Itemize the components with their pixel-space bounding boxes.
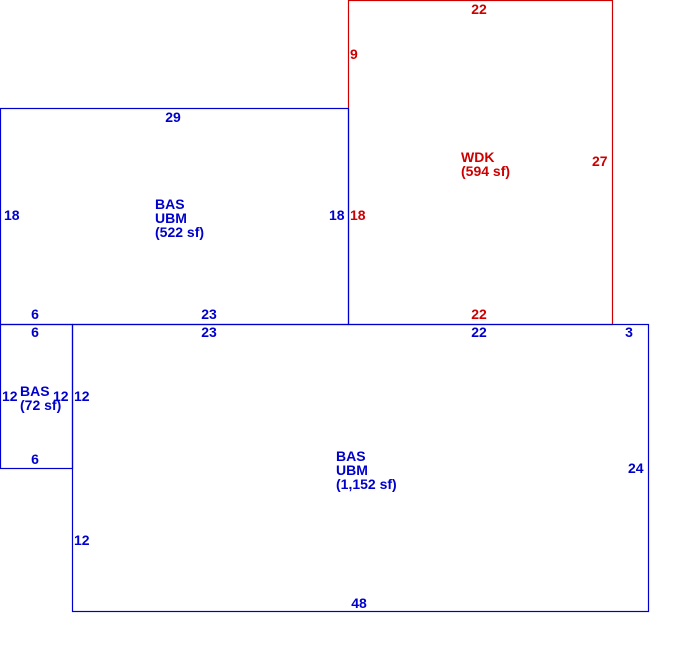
bas-main-area: (1,152 sf) [336, 476, 397, 492]
dim-upper-right: 18 [329, 207, 345, 223]
dim-upper-bottom-left: 6 [31, 306, 39, 322]
wdk-code: WDK [461, 149, 494, 165]
bas-upper-code: BAS [155, 196, 185, 212]
dim-upper-bottom-right: 23 [201, 306, 217, 322]
dim-wdk-bottom: 22 [471, 306, 487, 322]
dim-small-left: 12 [2, 388, 18, 404]
dim-wdk-top: 22 [471, 1, 487, 17]
dim-small-top: 6 [31, 324, 39, 340]
dim-small-right: 12 [53, 388, 69, 404]
wdk-area: (594 sf) [461, 163, 510, 179]
dim-wdk-right: 27 [592, 153, 608, 169]
dim-main-left-bottom: 12 [74, 532, 90, 548]
dim-wdk-left-top: 9 [350, 46, 358, 62]
dim-main-bottom: 48 [351, 595, 367, 611]
dim-main-top-left: 23 [201, 324, 217, 340]
dim-main-left-top: 12 [74, 388, 90, 404]
dim-main-right: 24 [628, 460, 644, 476]
bas-small-code: BAS [20, 383, 50, 399]
dim-main-top-right: 3 [625, 324, 633, 340]
dim-main-top-mid: 22 [471, 324, 487, 340]
bas-main-outline [71, 323, 650, 613]
bas-upper-code2: UBM [155, 210, 187, 226]
bas-upper-area: (522 sf) [155, 224, 204, 240]
bas-small-area: (72 sf) [20, 397, 61, 413]
dim-small-bottom: 6 [31, 451, 39, 467]
dim-upper-left: 18 [4, 207, 20, 223]
bas-main-code2: UBM [336, 462, 368, 478]
dim-upper-top: 29 [165, 109, 181, 125]
bas-main-code: BAS [336, 448, 366, 464]
dim-wdk-left: 18 [350, 207, 366, 223]
